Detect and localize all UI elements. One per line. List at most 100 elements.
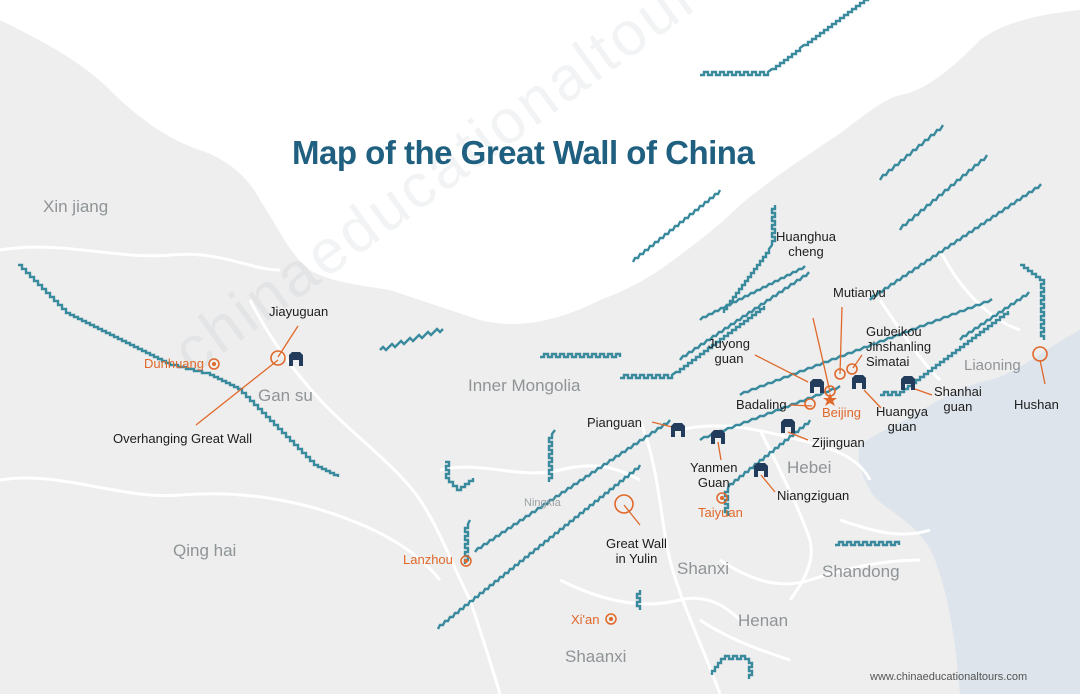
wall-gansu-north bbox=[379, 327, 444, 352]
site-yulin-line2: in Yulin bbox=[615, 550, 658, 566]
region-shaanxi: Shaanxi bbox=[565, 647, 627, 666]
wall-ne-1 bbox=[869, 183, 1042, 301]
gate-icon-niangzi bbox=[754, 463, 768, 477]
city-dot-taiyuan bbox=[716, 492, 728, 504]
beijing-star bbox=[823, 393, 837, 406]
wall-north-upper bbox=[699, 265, 806, 321]
wall-shaanxi-south bbox=[635, 590, 642, 610]
gate-icon-juyong bbox=[810, 379, 824, 393]
wall-central-2 bbox=[679, 271, 810, 361]
region-henan: Henan bbox=[738, 611, 789, 630]
gate-icon-zijin bbox=[781, 419, 795, 433]
wall-ne-2 bbox=[878, 124, 945, 181]
wall-north-arc bbox=[700, 0, 870, 77]
site-badaling: Badaling bbox=[736, 397, 787, 412]
gate-icons bbox=[289, 352, 915, 477]
land-mass bbox=[0, 10, 1080, 694]
ring-yulin bbox=[614, 494, 634, 514]
site-huanghuacheng: Huanghua cheng bbox=[776, 229, 836, 260]
wall-henan bbox=[710, 654, 754, 679]
site-jinshanling: Jinshanling bbox=[866, 338, 932, 354]
map-title: Map of the Great Wall of China bbox=[292, 134, 755, 171]
site-gubeikou: Gubeikou bbox=[866, 324, 922, 339]
site-hushan: Hushan bbox=[1014, 397, 1059, 412]
site-yanmen-line2: Guan bbox=[697, 474, 730, 490]
site-juyong-line2: guan bbox=[714, 350, 744, 366]
ring-mutianyu bbox=[834, 368, 846, 380]
ring-badaling bbox=[804, 398, 816, 410]
wall-hebei-1 bbox=[699, 385, 841, 441]
wall-shandong bbox=[835, 540, 901, 547]
site-shanhai-line2: guan bbox=[943, 398, 973, 414]
wall-beijing-ring bbox=[739, 298, 993, 396]
wall-vertical-1 bbox=[722, 205, 777, 313]
site-huanghua-line2: cheng bbox=[788, 243, 824, 259]
site-jiayuguan: Jiayuguan bbox=[269, 304, 329, 319]
region-shanxi: Shanxi bbox=[677, 559, 729, 578]
city-dot-xian bbox=[605, 613, 617, 625]
site-pianguan: Pianguan bbox=[587, 415, 642, 430]
wall-ningxia-2 bbox=[444, 460, 475, 492]
site-shanhaiguan: Shanhai guan bbox=[934, 384, 982, 415]
gate-icon-huangya bbox=[852, 375, 866, 389]
site-juyong-line1: Juyong bbox=[708, 336, 750, 351]
ring-markers bbox=[270, 346, 1048, 514]
site-yulin-line1: Great Wall bbox=[606, 536, 667, 551]
city-lanzhou: Lanzhou bbox=[403, 552, 453, 567]
gate-icon-yanmen bbox=[711, 430, 725, 444]
region-qinghai: Qing hai bbox=[173, 541, 237, 560]
site-yulin: Great Wall in Yulin bbox=[606, 536, 667, 567]
city-taiyuan: Taiyuan bbox=[698, 505, 743, 520]
site-yanmen-line1: Yanmen bbox=[690, 460, 738, 475]
wall-lines bbox=[18, 0, 1046, 679]
city-dot-dunhuang bbox=[208, 358, 220, 370]
city-beijing: Beijing bbox=[822, 405, 862, 420]
wall-liaoning-north bbox=[959, 291, 1030, 341]
site-gubeikou-group: Gubeikou Jinshanling Simatai bbox=[866, 324, 932, 370]
sea-area bbox=[858, 330, 1080, 694]
site-zijinguan: Zijinguan bbox=[812, 435, 865, 450]
site-niangziguan: Niangziguan bbox=[777, 488, 850, 503]
site-simatai: Simatai bbox=[866, 353, 910, 369]
city-dunhuang: Dunhuang bbox=[144, 356, 204, 371]
gate-icon-pianguan bbox=[671, 423, 685, 437]
ring-gubeikou bbox=[846, 363, 858, 375]
wall-east-liaoning bbox=[880, 311, 1010, 397]
site-yanmen: Yanmen Guan bbox=[690, 460, 738, 491]
region-shandong: Shandong bbox=[822, 562, 900, 581]
wall-shanxi-1 bbox=[436, 464, 642, 630]
wall-inner-mongolia bbox=[540, 352, 622, 359]
city-dot-lanzhou bbox=[460, 555, 472, 567]
wall-west bbox=[18, 263, 340, 477]
site-overhanging: Overhanging Great Wall bbox=[113, 431, 252, 446]
region-xinjiang: Xin jiang bbox=[43, 197, 109, 216]
region-ningxia: Ningxia bbox=[524, 497, 561, 509]
region-liaoning: Liaoning bbox=[964, 357, 1021, 374]
site-huangya-line1: Huangya bbox=[876, 404, 929, 419]
site-huangya-line2: guan bbox=[887, 418, 917, 434]
wall-ne-3 bbox=[898, 154, 989, 231]
gate-icon-shanhai bbox=[901, 376, 915, 390]
region-inner-mongolia: Inner Mongolia bbox=[468, 376, 581, 395]
site-huangyaguan: Huangya guan bbox=[876, 404, 929, 435]
gate-icon-jiayuguan bbox=[289, 352, 303, 366]
ring-hushan bbox=[1032, 346, 1048, 362]
arrows bbox=[195, 306, 1046, 526]
mongolia-area bbox=[101, 0, 1080, 324]
wall-central-1 bbox=[620, 306, 766, 380]
site-shanhai-line1: Shanhai bbox=[934, 384, 982, 399]
wall-hushan bbox=[1020, 263, 1046, 340]
site-mutianyu: Mutianyu bbox=[833, 285, 886, 300]
region-hebei: Hebei bbox=[787, 458, 832, 477]
city-dots bbox=[208, 358, 837, 625]
site-credit: www.chinaeducationaltours.com bbox=[870, 671, 1028, 683]
city-xian: Xi'an bbox=[571, 612, 600, 627]
ring-dunhuang-site bbox=[270, 350, 286, 366]
wall-shanxi-2 bbox=[474, 419, 671, 553]
wall-ningxia-loop bbox=[547, 429, 556, 482]
site-huanghua-line1: Huanghua bbox=[776, 229, 836, 244]
site-juyongguan: Juyong guan bbox=[708, 336, 750, 367]
region-gansu: Gan su bbox=[258, 386, 313, 405]
